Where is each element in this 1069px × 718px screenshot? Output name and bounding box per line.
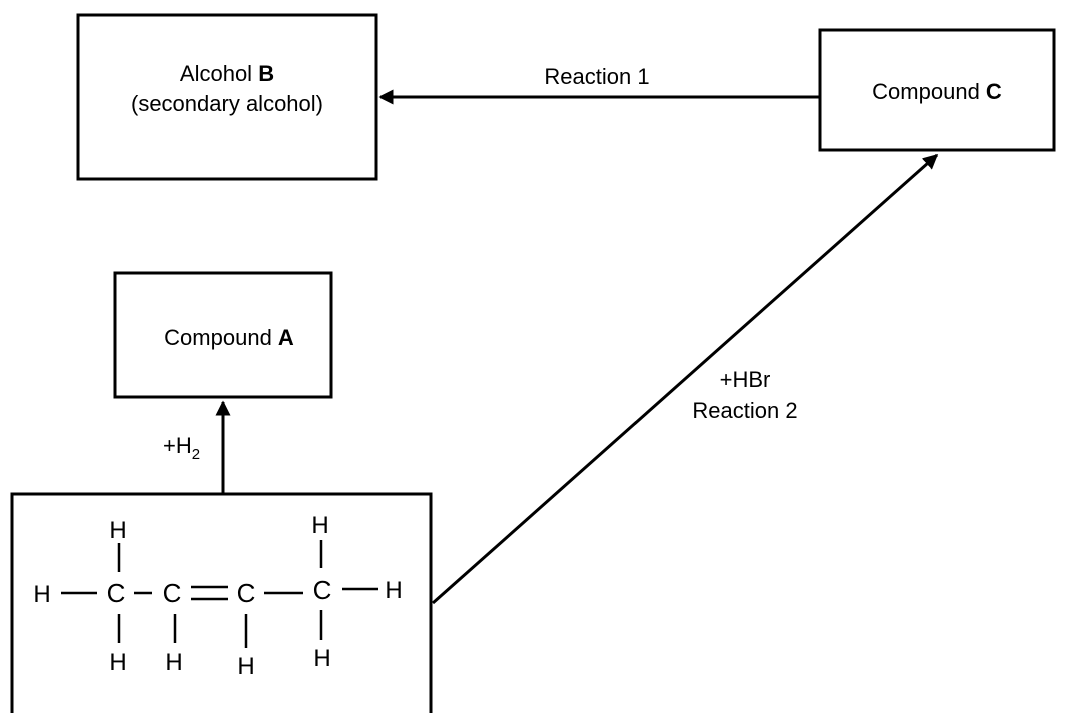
compound-a-box: Compound A xyxy=(113,271,333,399)
hydrogenation-label: +H2 xyxy=(163,433,200,463)
alcohol-b-title: Alcohol B xyxy=(180,61,274,86)
atom-h-left: H xyxy=(33,581,50,608)
compound-c-box: Compound C xyxy=(818,28,1056,152)
reaction-2-reagent: +HBr xyxy=(720,367,771,392)
atom-c3: C xyxy=(237,578,256,608)
atom-c4: C xyxy=(313,575,332,605)
reaction-2-line xyxy=(432,153,939,605)
compound-a-label: Compound A xyxy=(164,325,294,350)
reaction-2-label: Reaction 2 xyxy=(692,398,797,423)
atom-h-c4-bottom: H xyxy=(313,645,330,672)
alcohol-b-subtitle: (secondary alcohol) xyxy=(131,91,323,116)
atom-h-c1-bottom: H xyxy=(109,649,126,676)
compound-c-label: Compound C xyxy=(872,79,1002,104)
atom-h-c3-bottom: H xyxy=(237,653,254,680)
but-2-ene-structure: H C C C C H H H H H H H xyxy=(33,512,402,680)
atom-c1: C xyxy=(107,578,126,608)
alkene-box xyxy=(10,492,433,713)
hydrogenation-arrow: +H2 xyxy=(163,400,231,494)
atom-h-c1-top: H xyxy=(109,517,126,544)
reaction-2-arrow: +HBr Reaction 2 xyxy=(432,153,939,605)
alcohol-b-box: Alcohol B (secondary alcohol) xyxy=(76,13,378,181)
alcohol-b-rect xyxy=(76,13,378,181)
atom-h-c4-top: H xyxy=(311,512,328,539)
reaction-1-label: Reaction 1 xyxy=(544,64,649,89)
reaction-1-arrow: Reaction 1 xyxy=(378,64,820,105)
alkene-box-outline xyxy=(10,492,433,713)
compound-c-rect xyxy=(818,28,1056,152)
atom-c2: C xyxy=(163,578,182,608)
atom-h-c2-bottom: H xyxy=(165,649,182,676)
atom-h-right: H xyxy=(385,577,402,604)
compound-a-rect xyxy=(113,271,333,399)
